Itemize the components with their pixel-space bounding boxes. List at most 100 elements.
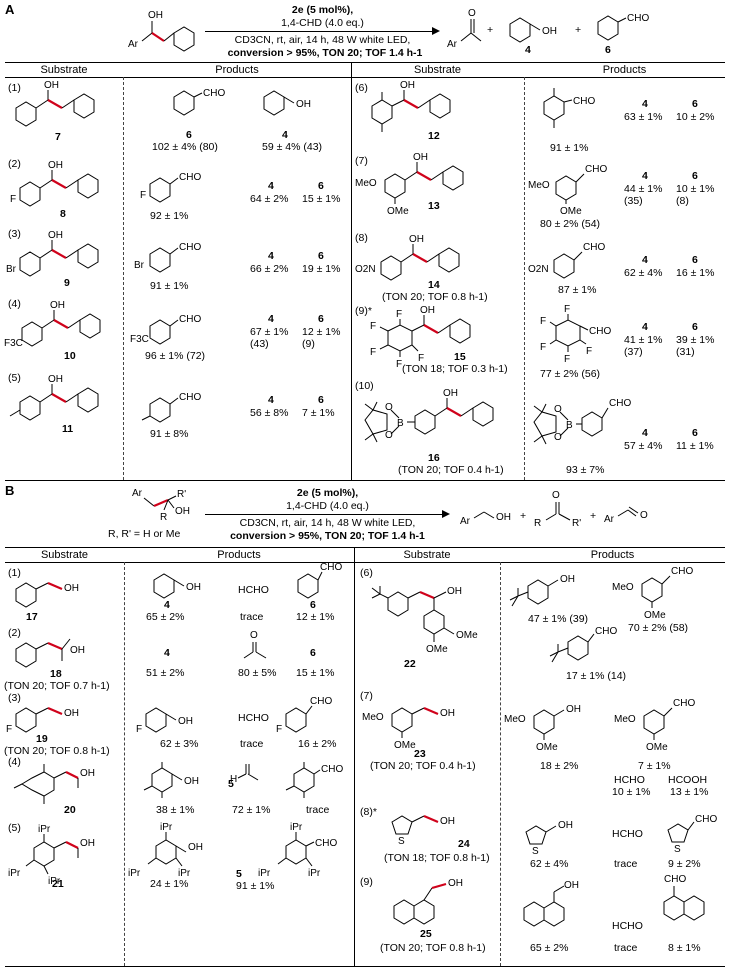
- entry-a9-ton: (TON 18; TOF 0.3 h-1): [402, 363, 508, 375]
- svg-text:MeO: MeO: [612, 582, 634, 593]
- svg-text:OH: OH: [296, 99, 311, 110]
- svg-text:CHO: CHO: [585, 164, 607, 175]
- entry-a8-c6: 6: [692, 254, 698, 266]
- atom-ar: Ar: [128, 39, 139, 50]
- compound-23-label: 23: [414, 748, 426, 760]
- product-4-nitrobenzaldehyde: O2N CHO: [528, 242, 605, 279]
- entry-a6-c4-yield: 63 ± 1%: [624, 111, 663, 123]
- compound-20-label: 20: [64, 804, 76, 816]
- svg-text:S: S: [532, 846, 539, 857]
- svg-text:F3C: F3C: [4, 338, 23, 349]
- scheme-b-carbonyl-product: O R R': [534, 490, 581, 529]
- entry-b2-a-yield: 51 ± 2%: [146, 667, 185, 679]
- entry-a7-number: (7): [355, 155, 368, 167]
- svg-text:OH: OH: [175, 506, 190, 517]
- entry-b7-e1: HCHO: [614, 774, 645, 786]
- b1-benzaldehyde: CHO: [297, 562, 342, 599]
- table-b-header-substrate-right: Substrate: [403, 549, 451, 561]
- entry-a9-number: (9)*: [355, 305, 372, 317]
- svg-text:F3C: F3C: [130, 334, 149, 345]
- substrate-23: MeO OMe OH: [362, 706, 455, 751]
- entry-b5-a-yield: 24 ± 1%: [150, 878, 189, 890]
- entry-b1-mid-yield: trace: [240, 611, 264, 623]
- svg-text:R: R: [160, 512, 167, 523]
- entry-a9-main-yield: 77 ± 2% (56): [540, 368, 601, 380]
- entry-b3-number: (3): [8, 692, 21, 704]
- scheme-a-arrowhead: [432, 27, 440, 35]
- entry-a4-c6-isolated: (9): [302, 338, 315, 350]
- entry-a8-ton: (TON 20; TOF 0.8 h-1): [382, 291, 488, 303]
- b4-mesityl-methanol: OH: [143, 762, 199, 798]
- svg-text:F: F: [370, 347, 376, 358]
- svg-text:OH: OH: [560, 574, 575, 585]
- svg-text:O: O: [554, 432, 562, 443]
- entry-a9-c6: 6: [692, 321, 698, 333]
- svg-text:H: H: [230, 774, 237, 785]
- entry-b4-mid-label: 5: [228, 778, 234, 790]
- svg-text:O2N: O2N: [528, 264, 549, 275]
- svg-text:F: F: [586, 346, 592, 357]
- compound-24-label: 24: [458, 838, 470, 850]
- svg-text:MeO: MeO: [504, 714, 526, 725]
- plus: +: [487, 24, 494, 36]
- entry-b3-ton: (TON 20; TOF 0.8 h-1): [4, 745, 110, 757]
- entry-b3-c-yield: 16 ± 2%: [298, 738, 337, 750]
- svg-text:CHO: CHO: [583, 242, 605, 253]
- svg-text:OH: OH: [48, 230, 63, 241]
- product-4-cf3-benzaldehyde: F3C CHO: [130, 314, 201, 345]
- entry-a4-c4-isolated: (43): [250, 338, 269, 350]
- entry-b7-e2: HCOOH: [668, 774, 708, 786]
- svg-text:CHO: CHO: [203, 88, 225, 99]
- svg-text:OH: OH: [413, 152, 428, 163]
- entry-a7-c6-yield: 10 ± 1%: [676, 183, 715, 195]
- svg-text:iPr: iPr: [160, 822, 173, 833]
- entry-a10-main-yield: 93 ± 7%: [566, 464, 605, 476]
- svg-text:OMe: OMe: [560, 206, 582, 217]
- entry-a5-c6: 6: [318, 394, 324, 406]
- entry-b3-a-yield: 62 ± 3%: [160, 738, 199, 750]
- svg-text:OH: OH: [80, 838, 95, 849]
- b8-thiophene-carbaldehyde: S CHO: [667, 814, 717, 855]
- svg-text:F: F: [540, 316, 546, 327]
- svg-text:OH: OH: [50, 300, 65, 311]
- svg-text:Br: Br: [134, 260, 145, 271]
- svg-text:R: R: [534, 518, 541, 529]
- scheme-b-alcohol-product: Ar OH: [460, 511, 511, 527]
- svg-text:R': R': [177, 489, 186, 500]
- table-b-header-rule: [5, 562, 725, 563]
- entry-a10-number: (10): [355, 380, 374, 392]
- svg-text:OMe: OMe: [644, 610, 666, 621]
- svg-text:CHO: CHO: [179, 392, 201, 403]
- svg-text:CHO: CHO: [179, 172, 201, 183]
- entry-b4-mid-yield: 72 ± 1%: [232, 804, 271, 816]
- b4-acetaldehyde-5: H: [230, 764, 259, 785]
- entry-a7-c6: 6: [692, 170, 698, 182]
- entry-a7-c4-yield: 44 ± 1%: [624, 183, 663, 195]
- entry-a1-p2-yield: 59 ± 4% (43): [262, 141, 323, 153]
- substrate-21: iPr iPr iPr OH: [8, 824, 95, 887]
- entry-a7-c4: 4: [642, 170, 648, 182]
- entry-b7-a-yield: 18 ± 2%: [540, 760, 579, 772]
- substrate-14: O2N OH: [355, 234, 460, 281]
- entry-a10-c6: 6: [692, 427, 698, 439]
- entry-a10-c4: 4: [642, 427, 648, 439]
- entry-b6-number: (6): [360, 567, 373, 579]
- entry-a6-main-yield: 91 ± 1%: [550, 142, 589, 154]
- svg-text:OH: OH: [447, 586, 462, 597]
- entry-b7-ton: (TON 20; TOF 0.4 h-1): [370, 760, 476, 772]
- entry-a6-c6: 6: [692, 98, 698, 110]
- svg-text:iPr: iPr: [290, 822, 303, 833]
- svg-text:Br: Br: [6, 264, 17, 275]
- svg-text:O: O: [552, 490, 560, 501]
- svg-text:OH: OH: [188, 842, 203, 853]
- substrate-18: OH: [15, 638, 85, 668]
- entry-a4-main-yield: 96 ± 1% (72): [145, 350, 206, 362]
- entry-b9-number: (9): [360, 876, 373, 888]
- substrate-19: F OH: [6, 706, 79, 735]
- entry-b6-d-yield: 17 ± 1% (14): [566, 670, 627, 682]
- atom-oh: OH: [148, 10, 163, 21]
- compound-16-label: 16: [428, 452, 440, 464]
- entry-a4-c6: 6: [318, 313, 324, 325]
- panel-a-label: A: [5, 2, 15, 17]
- entry-a4-c6-yield: 12 ± 1%: [302, 326, 341, 338]
